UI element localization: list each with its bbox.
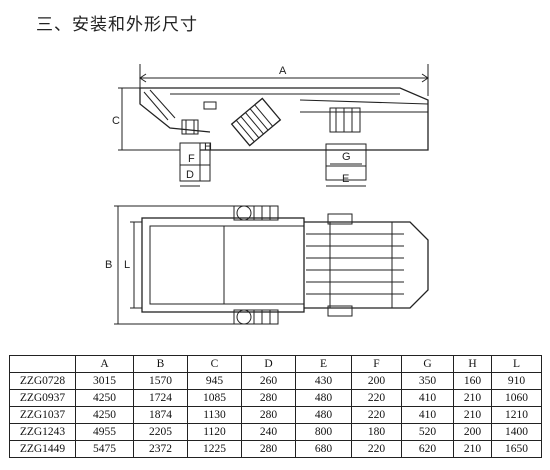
table-cell: 1210 — [491, 406, 542, 424]
dimension-table-container: A B C D E F G H L ZZG0728 3015 1570 945 … — [9, 355, 542, 458]
table-cell: 4250 — [75, 406, 134, 424]
table-row: ZZG1243 4955 2205 1120 240 800 180 520 2… — [9, 423, 542, 441]
table-row: ZZG1449 5475 2372 1225 280 680 220 620 2… — [9, 440, 542, 458]
table-cell: 2372 — [133, 440, 188, 458]
table-cell: 4955 — [75, 423, 134, 441]
table-cell: 910 — [491, 372, 542, 390]
column-header: E — [295, 355, 352, 373]
column-header: B — [133, 355, 188, 373]
label-c: C — [112, 115, 120, 127]
column-header: G — [401, 355, 454, 373]
table-cell: 220 — [351, 406, 402, 424]
table-header-row: A B C D E F G H L — [9, 355, 542, 373]
table-cell: 1650 — [491, 440, 542, 458]
model-cell: ZZG0728 — [9, 372, 76, 390]
table-cell: 280 — [241, 440, 296, 458]
table-cell: 680 — [295, 440, 352, 458]
table-cell: 280 — [241, 389, 296, 407]
top-view-body — [141, 217, 305, 313]
table-cell: 2205 — [133, 423, 188, 441]
column-header: A — [75, 355, 134, 373]
model-cell: ZZG1449 — [9, 440, 76, 458]
table-cell: 1085 — [187, 389, 242, 407]
label-d: D — [186, 169, 194, 181]
model-cell: ZZG1037 — [9, 406, 76, 424]
label-f: F — [188, 153, 195, 165]
top-motor-lower — [233, 309, 279, 325]
label-b: B — [105, 259, 112, 271]
table-cell: 1400 — [491, 423, 542, 441]
right-support — [325, 107, 367, 181]
table-cell: 5475 — [75, 440, 134, 458]
table-cell: 620 — [401, 440, 454, 458]
column-header: L — [491, 355, 542, 373]
label-h: H — [204, 141, 212, 153]
table-cell: 1724 — [133, 389, 188, 407]
table-cell: 210 — [453, 406, 492, 424]
dimension-drawing: A C F H D G E B L — [105, 64, 429, 325]
feeder-body-outline — [140, 87, 429, 151]
table-cell: 3015 — [75, 372, 134, 390]
label-a: A — [279, 65, 287, 77]
table-cell: 430 — [295, 372, 352, 390]
column-header: H — [453, 355, 492, 373]
discharge-trough — [304, 221, 429, 309]
table-cell: 200 — [453, 423, 492, 441]
table-row: ZZG0937 4250 1724 1085 280 480 220 410 2… — [9, 389, 542, 407]
table-cell: 210 — [453, 440, 492, 458]
column-header: D — [241, 355, 296, 373]
table-row: ZZG1037 4250 1874 1130 280 480 220 410 2… — [9, 406, 542, 424]
table-cell: 350 — [401, 372, 454, 390]
model-cell: ZZG0937 — [9, 389, 76, 407]
table-cell: 410 — [401, 389, 454, 407]
section-heading: 三、安装和外形尺寸 — [36, 15, 198, 35]
table-cell: 1120 — [187, 423, 242, 441]
table-cell: 480 — [295, 389, 352, 407]
table-cell: 260 — [241, 372, 296, 390]
table-cell: 4250 — [75, 389, 134, 407]
column-header: F — [351, 355, 402, 373]
table-cell: 210 — [453, 389, 492, 407]
table-cell: 410 — [401, 406, 454, 424]
vibration-motor — [230, 97, 282, 147]
column-header: C — [187, 355, 242, 373]
table-cell: 1874 — [133, 406, 188, 424]
table-cell: 480 — [295, 406, 352, 424]
table-cell: 160 — [453, 372, 492, 390]
dimension-table: A B C D E F G H L ZZG0728 3015 1570 945 … — [9, 355, 542, 458]
table-cell: 520 — [401, 423, 454, 441]
table-cell: 1060 — [491, 389, 542, 407]
column-header — [9, 355, 76, 373]
label-g: G — [342, 151, 351, 163]
model-cell: ZZG1243 — [9, 423, 76, 441]
top-motor-upper — [233, 205, 279, 221]
table-cell: 240 — [241, 423, 296, 441]
table-cell: 945 — [187, 372, 242, 390]
table-cell: 220 — [351, 389, 402, 407]
left-support — [179, 119, 211, 182]
table-cell: 800 — [295, 423, 352, 441]
label-l: L — [124, 259, 130, 271]
table-cell: 280 — [241, 406, 296, 424]
table-cell: 1225 — [187, 440, 242, 458]
label-e: E — [342, 173, 349, 185]
table-cell: 220 — [351, 440, 402, 458]
table-cell: 200 — [351, 372, 402, 390]
table-row: ZZG0728 3015 1570 945 260 430 200 350 16… — [9, 372, 542, 390]
inspection-window — [203, 101, 217, 110]
table-cell: 180 — [351, 423, 402, 441]
table-cell: 1570 — [133, 372, 188, 390]
table-cell: 1130 — [187, 406, 242, 424]
